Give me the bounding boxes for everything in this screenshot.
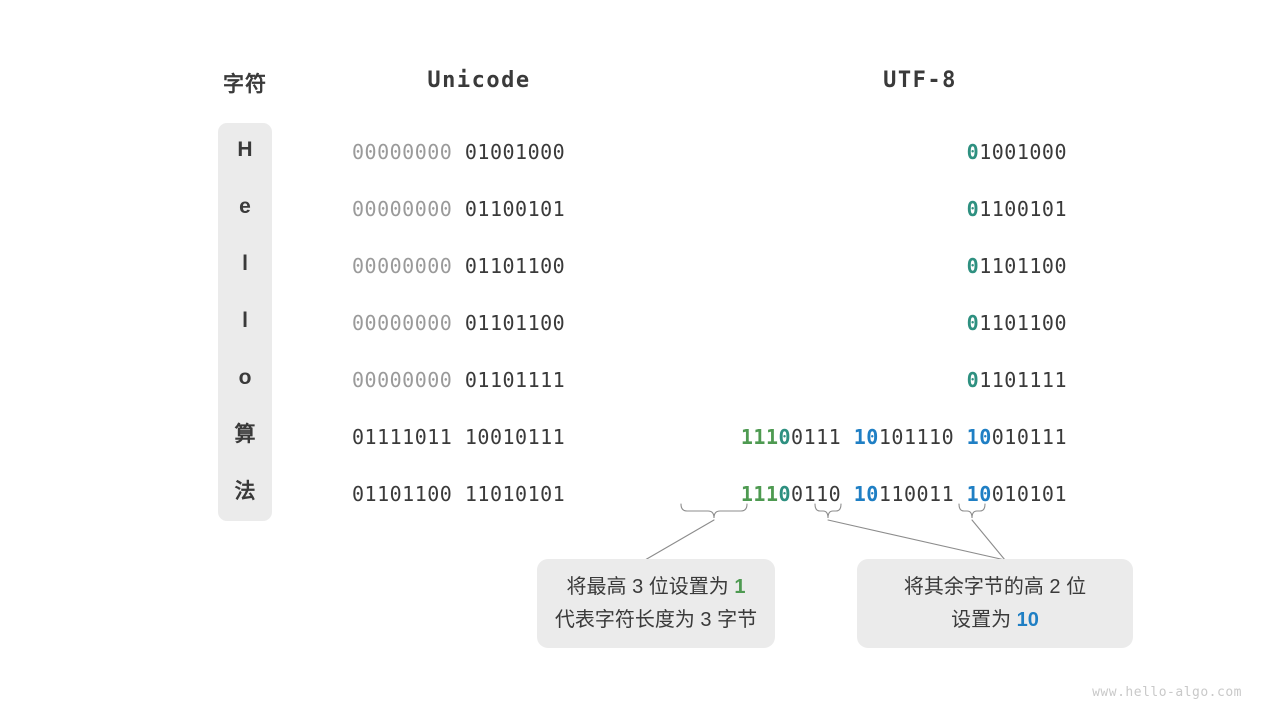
unicode-high-byte: 00000000 <box>352 197 453 221</box>
leader-to-left-note <box>644 519 715 561</box>
utf8-value: 01101100 <box>967 254 1067 278</box>
utf8-payload: 010101 <box>991 482 1067 506</box>
brace-lead-byte <box>680 503 748 519</box>
unicode-value: 00000000 01100101 <box>352 197 565 221</box>
unicode-low-byte: 01101111 <box>464 368 566 392</box>
unicode-value: 00000000 01101111 <box>352 368 565 392</box>
utf8-payload: 010111 <box>991 425 1067 449</box>
unicode-value: 00000000 01001000 <box>352 140 565 164</box>
header-unicode: Unicode <box>427 68 531 93</box>
leader-to-right-note-a <box>827 519 1006 561</box>
utf8-value: 01100101 <box>967 197 1067 221</box>
header-character: 字符 <box>223 73 267 96</box>
char-cell: e <box>239 195 251 218</box>
byte-gap <box>452 197 465 221</box>
unicode-high-byte: 00000000 <box>352 254 453 278</box>
unicode-low-byte: 01101100 <box>464 311 566 335</box>
unicode-high-byte: 00000000 <box>352 140 453 164</box>
utf8-payload: 0111 <box>791 425 842 449</box>
leader-to-right-note-b <box>971 519 1006 561</box>
utf8-cont-prefix: 10 <box>966 482 992 506</box>
utf8-prefix: 0 <box>966 140 980 164</box>
brace-continuation-2 <box>958 503 986 519</box>
unicode-low-byte: 01001000 <box>464 140 566 164</box>
byte-gap <box>841 425 854 449</box>
utf8-payload: 1100101 <box>979 197 1067 221</box>
utf8-lead-prefix: 111 <box>740 425 779 449</box>
note-lead-byte: 将最高 3 位设置为 1 代表字符长度为 3 字节 <box>537 559 775 648</box>
note-line: 设置为 10 <box>951 604 1039 637</box>
utf8-cont-prefix: 10 <box>853 482 879 506</box>
unicode-low-byte: 10010111 <box>464 425 566 449</box>
note-line: 将最高 3 位设置为 1 <box>567 571 746 604</box>
char-cell: l <box>242 309 248 332</box>
byte-gap <box>954 482 967 506</box>
utf8-prefix: 0 <box>966 368 980 392</box>
utf8-value: 11100110 10110011 10010101 <box>741 482 1067 506</box>
watermark: www.hello-algo.com <box>1092 685 1242 700</box>
unicode-value: 00000000 01101100 <box>352 311 565 335</box>
utf8-payload: 1001000 <box>979 140 1067 164</box>
unicode-low-byte: 01101100 <box>464 254 566 278</box>
utf8-prefix: 0 <box>966 197 980 221</box>
char-cell: l <box>242 252 248 275</box>
note-continuation-bytes: 将其余字节的高 2 位 设置为 10 <box>857 559 1133 648</box>
char-cell: 算 <box>234 423 256 446</box>
unicode-high-byte: 01111011 <box>352 425 453 449</box>
utf8-value: 01001000 <box>967 140 1067 164</box>
note-keyword: 1 <box>734 575 746 598</box>
utf8-payload: 1101100 <box>979 311 1067 335</box>
unicode-low-byte: 11010101 <box>464 482 566 506</box>
utf8-cont-prefix: 10 <box>853 425 879 449</box>
header-utf8: UTF-8 <box>883 68 957 93</box>
unicode-high-byte: 00000000 <box>352 368 453 392</box>
utf8-value: 01101100 <box>967 311 1067 335</box>
byte-gap <box>452 140 465 164</box>
byte-gap <box>841 482 854 506</box>
unicode-value: 01101100 11010101 <box>352 482 565 506</box>
utf8-lead-terminator: 0 <box>778 482 792 506</box>
utf8-lead-terminator: 0 <box>778 425 792 449</box>
utf8-payload: 0110 <box>791 482 842 506</box>
unicode-value: 01111011 10010111 <box>352 425 565 449</box>
byte-gap <box>452 425 465 449</box>
byte-gap <box>452 368 465 392</box>
byte-gap <box>452 482 465 506</box>
utf8-prefix: 0 <box>966 311 980 335</box>
note-text: 将最高 3 位设置为 <box>566 575 735 598</box>
brace-continuation-1 <box>814 503 842 519</box>
note-line: 代表字符长度为 3 字节 <box>554 608 758 631</box>
note-keyword: 10 <box>1016 608 1039 631</box>
character-column-panel: H e l l o 算 法 <box>218 123 272 521</box>
byte-gap <box>452 254 465 278</box>
note-text: 设置为 <box>951 608 1017 631</box>
utf8-payload: 1101111 <box>979 368 1067 392</box>
unicode-low-byte: 01100101 <box>464 197 566 221</box>
byte-gap <box>954 425 967 449</box>
unicode-high-byte: 00000000 <box>352 311 453 335</box>
utf8-prefix: 0 <box>966 254 980 278</box>
utf8-value: 01101111 <box>967 368 1067 392</box>
note-line: 将其余字节的高 2 位 <box>903 575 1087 598</box>
utf8-payload: 110011 <box>878 482 955 506</box>
utf8-payload: 101110 <box>878 425 955 449</box>
unicode-high-byte: 01101100 <box>352 482 453 506</box>
char-cell: 法 <box>234 480 256 503</box>
char-cell: o <box>238 366 252 389</box>
utf8-cont-prefix: 10 <box>966 425 992 449</box>
utf8-payload: 1101100 <box>979 254 1067 278</box>
byte-gap <box>452 311 465 335</box>
utf8-value: 11100111 10101110 10010111 <box>741 425 1067 449</box>
utf8-lead-prefix: 111 <box>740 482 779 506</box>
unicode-value: 00000000 01101100 <box>352 254 565 278</box>
char-cell: H <box>237 138 253 161</box>
